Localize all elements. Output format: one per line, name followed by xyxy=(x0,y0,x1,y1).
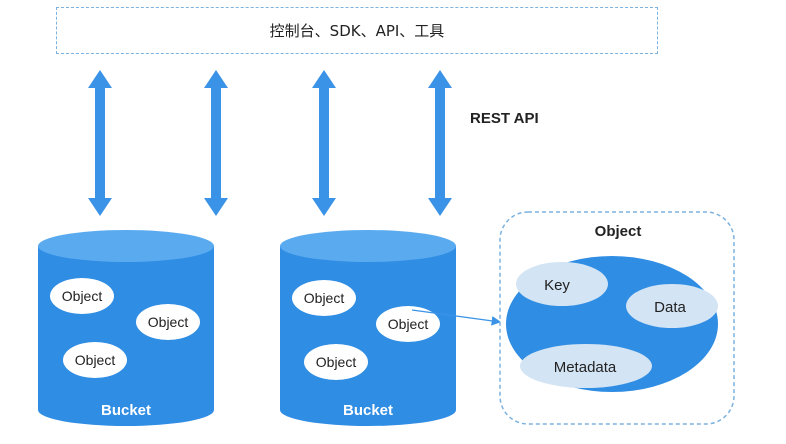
object-detail-title: Object xyxy=(595,223,642,240)
bucket-1-object-2-label: Object xyxy=(148,314,189,330)
bucket-2-label: Bucket xyxy=(343,402,393,419)
bucket-2-object-1-label: Object xyxy=(304,290,345,306)
bucket-1-object-1 xyxy=(50,278,114,314)
bucket-2-object-2 xyxy=(376,306,440,342)
double-arrow-3 xyxy=(312,70,336,216)
bucket-1-object-3 xyxy=(63,342,127,378)
bucket-2-object-3 xyxy=(304,344,368,380)
object-detail-connector xyxy=(411,309,502,326)
object-key-part xyxy=(516,262,608,306)
bucket-1-label: Bucket xyxy=(101,402,151,419)
rest-api-label: REST API xyxy=(470,110,539,127)
double-arrow-1 xyxy=(88,70,112,216)
client-tools-label: 控制台、SDK、API、工具 xyxy=(269,22,445,40)
bucket-1: Object Object Object Bucket xyxy=(38,230,214,426)
object-data-label: Data xyxy=(654,299,686,316)
object-metadata-part xyxy=(520,344,652,388)
bucket-1-object-2 xyxy=(136,304,200,340)
bucket-2-object-1 xyxy=(292,280,356,316)
double-arrow-4 xyxy=(428,70,452,216)
bucket-1-object-1-label: Object xyxy=(62,288,103,304)
bucket-2: Object Object Object Bucket xyxy=(280,230,456,426)
bucket-1-object-3-label: Object xyxy=(75,352,116,368)
double-arrow-2 xyxy=(204,70,228,216)
bucket-2-object-2-label: Object xyxy=(388,316,429,332)
client-tools-box: 控制台、SDK、API、工具 xyxy=(56,7,658,54)
object-metadata-label: Metadata xyxy=(554,359,617,376)
bucket-2-object-3-label: Object xyxy=(316,354,357,370)
object-detail-box: Object Key Data Metadata xyxy=(499,211,735,425)
object-data-part xyxy=(626,284,718,328)
object-key-label: Key xyxy=(544,277,570,294)
